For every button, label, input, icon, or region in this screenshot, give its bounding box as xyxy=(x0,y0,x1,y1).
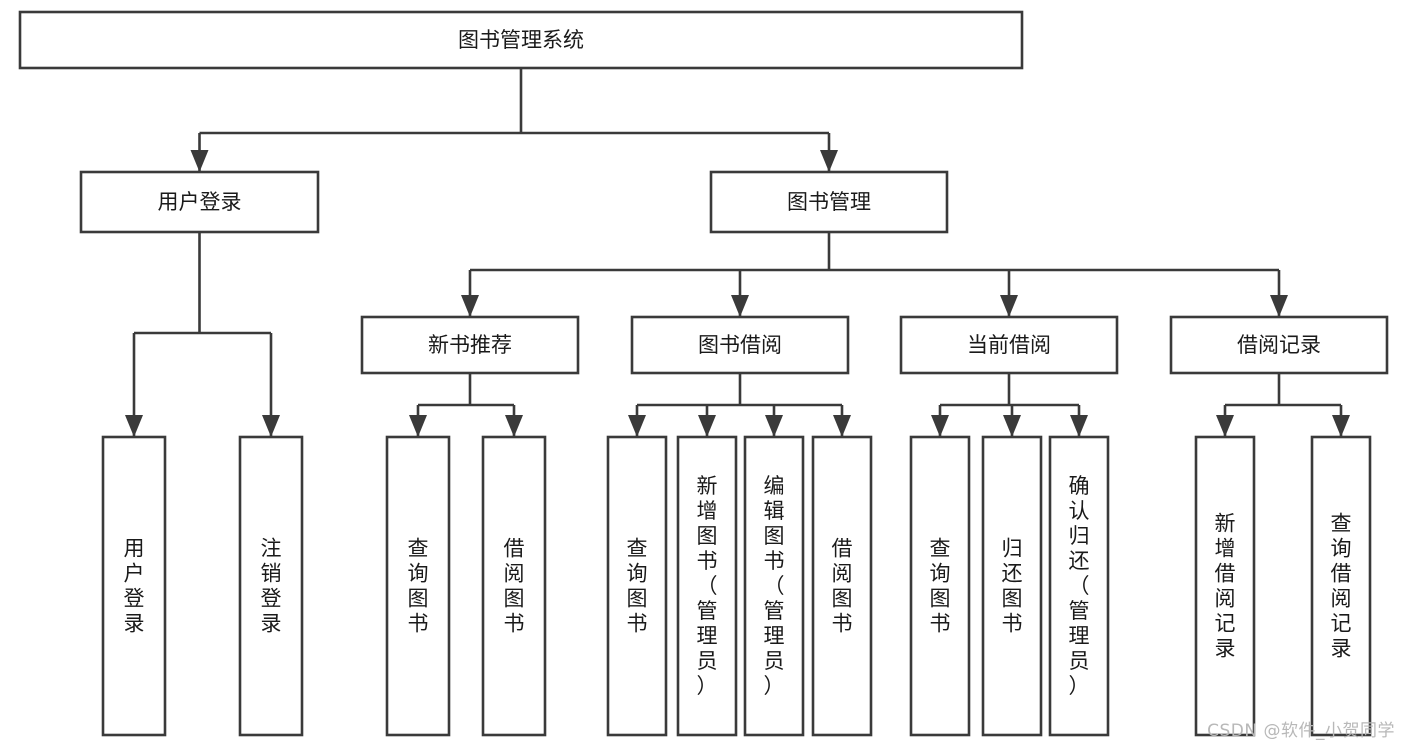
node-leaf-edit-book[interactable]: 编辑图书（管理员） xyxy=(743,435,805,737)
node-user-login[interactable]: 用户登录 xyxy=(79,170,320,234)
node-box-leaf-borrow-book-2 xyxy=(811,435,873,737)
node-box-leaf-borrow-book-1 xyxy=(481,435,547,737)
arrow-down-icon-book-manage-0 xyxy=(461,295,479,317)
node-box-leaf-logout xyxy=(238,435,304,737)
arrow-down-icon-book-borrow-2 xyxy=(765,415,783,437)
node-label-leaf-add-record: 新增借阅记录 xyxy=(1215,512,1236,661)
arrow-down-icon-new-book-rec-1 xyxy=(505,415,523,437)
node-leaf-logout[interactable]: 注销登录 xyxy=(238,435,304,737)
node-box-leaf-query-book-2 xyxy=(606,435,668,737)
node-label-user-login: 用户登录 xyxy=(158,190,242,214)
node-leaf-return-book[interactable]: 归还图书 xyxy=(981,435,1043,737)
node-label-root: 图书管理系统 xyxy=(458,28,584,52)
node-leaf-borrow-book-2[interactable]: 借阅图书 xyxy=(811,435,873,737)
node-label-book-manage: 图书管理 xyxy=(787,190,871,214)
node-label-leaf-return-book: 归还图书 xyxy=(1002,537,1023,636)
watermark-text: CSDN @软件_小贺同学 xyxy=(1207,721,1395,741)
node-label-leaf-query-book-3: 查询图书 xyxy=(930,537,951,636)
node-box-leaf-confirm-return xyxy=(1048,435,1110,737)
node-box-new-book-rec xyxy=(360,315,580,375)
arrow-down-icon-book-manage-3 xyxy=(1270,295,1288,317)
node-label-leaf-add-book: 新增图书（管理员） xyxy=(697,474,718,698)
node-box-book-manage xyxy=(709,170,949,234)
arrow-down-icon-book-borrow-1 xyxy=(698,415,716,437)
node-label-leaf-user-login: 用户登录 xyxy=(124,537,145,636)
node-box-leaf-edit-book xyxy=(743,435,805,737)
node-label-leaf-borrow-book-2: 借阅图书 xyxy=(832,537,853,636)
node-box-leaf-user-login xyxy=(101,435,167,737)
node-label-leaf-query-record: 查询借阅记录 xyxy=(1331,512,1352,661)
node-box-borrow-record xyxy=(1169,315,1389,375)
node-box-root xyxy=(18,10,1024,70)
arrow-down-icon-book-manage-1 xyxy=(731,295,749,317)
node-label-borrow-record: 借阅记录 xyxy=(1237,333,1321,357)
node-box-current-borrow xyxy=(899,315,1119,375)
node-box-leaf-return-book xyxy=(981,435,1043,737)
node-borrow-record[interactable]: 借阅记录 xyxy=(1169,315,1389,375)
node-label-leaf-query-book-1: 查询图书 xyxy=(408,537,429,636)
arrow-down-icon-root-1 xyxy=(820,150,838,172)
node-leaf-query-book-2[interactable]: 查询图书 xyxy=(606,435,668,737)
node-box-user-login xyxy=(79,170,320,234)
node-box-leaf-add-record xyxy=(1194,435,1256,737)
node-leaf-borrow-book-1[interactable]: 借阅图书 xyxy=(481,435,547,737)
node-leaf-query-record[interactable]: 查询借阅记录 xyxy=(1310,435,1372,737)
arrow-down-icon-book-borrow-3 xyxy=(833,415,851,437)
node-label-leaf-logout: 注销登录 xyxy=(261,537,282,636)
arrow-down-icon-new-book-rec-0 xyxy=(409,415,427,437)
node-label-current-borrow: 当前借阅 xyxy=(967,333,1051,357)
node-box-leaf-query-record xyxy=(1310,435,1372,737)
node-box-leaf-query-book-3 xyxy=(909,435,971,737)
arrow-down-icon-current-borrow-0 xyxy=(931,415,949,437)
node-leaf-add-record[interactable]: 新增借阅记录 xyxy=(1194,435,1256,737)
arrow-down-icon-book-borrow-0 xyxy=(628,415,646,437)
arrow-down-icon-book-manage-2 xyxy=(1000,295,1018,317)
arrow-down-icon-current-borrow-1 xyxy=(1003,415,1021,437)
node-label-leaf-borrow-book-1: 借阅图书 xyxy=(504,537,525,636)
node-label-new-book-rec: 新书推荐 xyxy=(428,333,512,357)
arrow-down-icon-borrow-record-0 xyxy=(1216,415,1234,437)
arrow-down-icon-user-login-1 xyxy=(262,415,280,437)
arrow-down-icon-borrow-record-1 xyxy=(1332,415,1350,437)
node-leaf-confirm-return[interactable]: 确认归还（管理员） xyxy=(1048,435,1110,737)
node-leaf-query-book-1[interactable]: 查询图书 xyxy=(385,435,451,737)
node-box-leaf-add-book xyxy=(676,435,738,737)
connectors-layer xyxy=(125,68,1350,437)
node-leaf-user-login[interactable]: 用户登录 xyxy=(101,435,167,737)
node-box-book-borrow xyxy=(630,315,850,375)
node-label-leaf-edit-book: 编辑图书（管理员） xyxy=(764,474,785,698)
node-label-book-borrow: 图书借阅 xyxy=(698,333,782,357)
node-label-leaf-query-book-2: 查询图书 xyxy=(627,537,648,636)
arrow-down-icon-current-borrow-2 xyxy=(1070,415,1088,437)
node-leaf-add-book[interactable]: 新增图书（管理员） xyxy=(676,435,738,737)
node-current-borrow[interactable]: 当前借阅 xyxy=(899,315,1119,375)
node-root[interactable]: 图书管理系统 xyxy=(18,10,1024,70)
arrow-down-icon-user-login-0 xyxy=(125,415,143,437)
nodes-layer: 图书管理系统用户登录图书管理新书推荐图书借阅当前借阅借阅记录用户登录注销登录查询… xyxy=(18,10,1389,737)
node-leaf-query-book-3[interactable]: 查询图书 xyxy=(909,435,971,737)
node-book-borrow[interactable]: 图书借阅 xyxy=(630,315,850,375)
node-new-book-rec[interactable]: 新书推荐 xyxy=(360,315,580,375)
arrow-down-icon-root-0 xyxy=(190,150,209,172)
node-box-leaf-query-book-1 xyxy=(385,435,451,737)
node-label-leaf-confirm-return: 确认归还（管理员） xyxy=(1069,474,1090,698)
node-book-manage[interactable]: 图书管理 xyxy=(709,170,949,234)
